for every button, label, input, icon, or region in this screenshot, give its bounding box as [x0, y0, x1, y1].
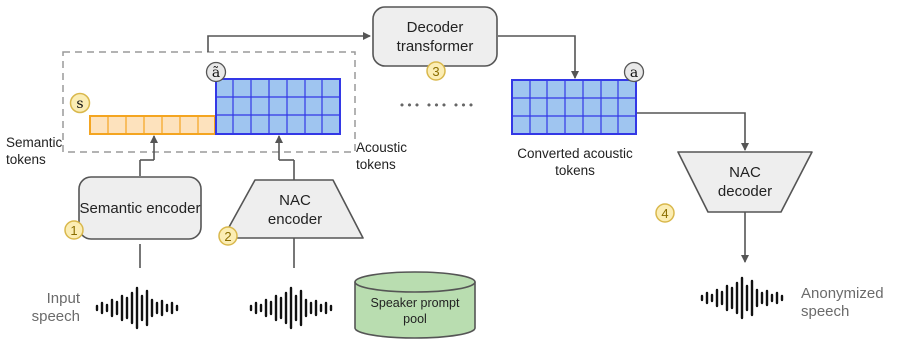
step-3-text: 3	[432, 64, 439, 79]
token-group-dashed-box	[62, 51, 356, 153]
step-4-text: 4	[661, 206, 668, 221]
step-3-badge	[426, 61, 446, 81]
step-1-badge	[64, 220, 84, 240]
step-2-text: 2	[224, 229, 231, 244]
badge-a-tilde-text: ã	[212, 65, 220, 81]
nac-decoder-label: NAC decoder	[717, 164, 773, 200]
step-4-badge	[655, 203, 675, 223]
speaker-prompt-pool-label: Speaker prompt pool	[370, 296, 460, 326]
converted-acoustic-token-grid	[511, 79, 637, 135]
semantic-token-row	[89, 115, 216, 135]
badge-s	[69, 92, 91, 114]
step-1-text: 1	[70, 223, 77, 238]
semantic-encoder-box	[78, 176, 202, 240]
step-2-badge	[218, 226, 238, 246]
nac-encoder-trapezoid	[222, 179, 364, 239]
badge-a	[623, 61, 645, 83]
nac-decoder-trapezoid	[677, 151, 813, 213]
connectors	[139, 32, 749, 268]
waveform-input-icon	[95, 286, 179, 330]
acoustic-token-grid	[215, 78, 341, 135]
ellipsis-dots: ••• ••• •••	[399, 99, 475, 112]
waveform-output-icon	[700, 276, 784, 320]
acoustic-tokens-label: Acoustic tokens	[356, 140, 408, 172]
badge-a-text: a	[630, 65, 638, 81]
speaker-prompt-pool-cylinder	[354, 271, 476, 339]
semantic-tokens-label: Semantic tokens	[6, 135, 63, 167]
anonymized-speech-label: Anonymized speech	[801, 285, 884, 320]
converted-acoustic-tokens-label: Converted acoustic tokens	[517, 146, 633, 178]
badge-s-text: s	[76, 96, 83, 112]
nac-encoder-label: NAC encoder	[267, 192, 323, 228]
waveform-prompt-icon	[249, 286, 333, 330]
semantic-encoder-label: Semantic encoder	[79, 199, 201, 217]
badge-a-tilde	[205, 61, 227, 83]
decoder-transformer-label: Decoder transformer	[396, 18, 474, 55]
input-speech-label: Input speech	[31, 290, 80, 325]
